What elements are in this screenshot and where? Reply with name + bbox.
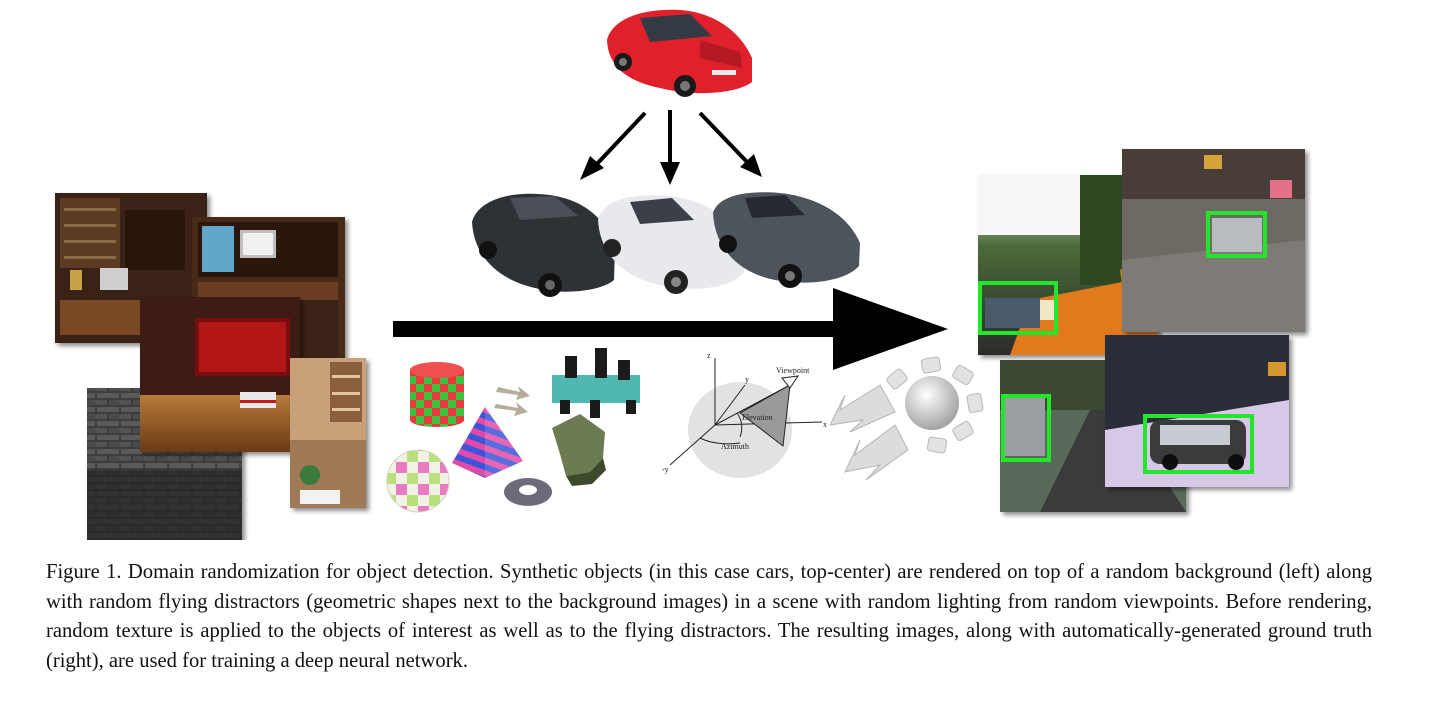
figure-caption: Figure 1. Domain randomization for objec… — [46, 561, 1372, 672]
car-grey — [713, 192, 860, 288]
distractor-torus — [504, 478, 552, 506]
output-image-road-2 — [1105, 335, 1289, 487]
background-images-stack — [55, 193, 366, 540]
diagram-label-viewpoint: Viewpoint — [776, 366, 810, 375]
car-variation-arrows — [580, 110, 762, 185]
diagram-label-axis-neg-y: -y — [662, 465, 669, 474]
distractor-block-cluster — [552, 348, 640, 418]
distractor-pyramid — [452, 407, 523, 478]
bounding-box — [1206, 211, 1267, 258]
diagram-label-axis-x: x — [823, 420, 827, 429]
lighting-sun-icon — [829, 356, 984, 481]
distractor-cylinder — [410, 362, 464, 427]
distractor-bent-block — [552, 414, 606, 486]
car-white — [598, 195, 745, 294]
diagram-label-axis-z: z — [707, 351, 711, 360]
bounding-box — [1143, 414, 1254, 474]
bounding-box — [1001, 394, 1051, 462]
background-image-tv-room — [140, 297, 300, 452]
distractor-small-arrows — [494, 386, 530, 416]
diagram-label-axis-y: y — [745, 375, 749, 384]
output-images-stack — [978, 149, 1305, 512]
red-car-model — [607, 9, 752, 97]
distractor-sphere — [386, 449, 450, 513]
viewpoint-diagram: Viewpoint Elevation Azimuth x y z -y — [662, 351, 827, 478]
diagram-label-elevation: Elevation — [742, 413, 773, 422]
diagram-label-azimuth: Azimuth — [721, 442, 749, 451]
car-dark-camouflage — [472, 193, 615, 297]
textured-cars — [472, 192, 860, 297]
flying-distractors — [386, 348, 640, 513]
bounding-box — [978, 281, 1058, 335]
output-image-road-1 — [1122, 149, 1305, 332]
background-image-shelf-room — [290, 358, 366, 508]
figure-illustration: Viewpoint Elevation Azimuth x y z -y — [55, 9, 1305, 540]
main-pipeline-arrow — [393, 288, 948, 370]
